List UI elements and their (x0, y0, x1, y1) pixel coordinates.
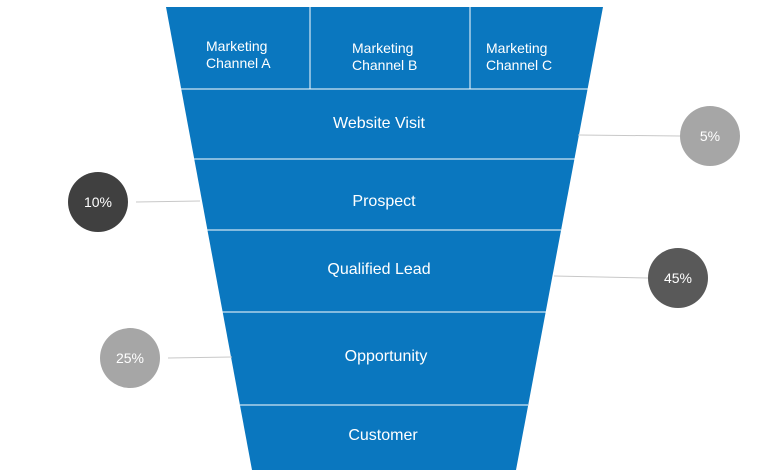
percent-bubble-25: 25% (100, 328, 160, 388)
channel-a-line2: Channel A (206, 55, 271, 71)
channel-b-line2: Channel B (352, 57, 418, 73)
percent-bubble-45: 45% (648, 248, 708, 308)
channel-a-label: Marketing Channel A (206, 38, 271, 72)
channel-c-line1: Marketing (486, 40, 548, 56)
connector-5pct (577, 134, 681, 137)
channel-c-label: Marketing Channel C (486, 40, 552, 74)
stage-opportunity: Opportunity (344, 348, 428, 365)
percent-bubble-10: 10% (68, 172, 128, 232)
connector-10pct (135, 200, 201, 203)
connector-45pct (553, 275, 649, 279)
channel-a-line1: Marketing (206, 38, 268, 54)
stage-qualified-lead: Qualified Lead (327, 261, 431, 278)
channel-b-label: Marketing Channel B (352, 40, 417, 74)
connector-25pct (167, 356, 233, 359)
stage-customer: Customer (348, 427, 418, 444)
stage-website-visit: Website Visit (333, 115, 425, 132)
percent-bubble-5: 5% (680, 106, 740, 166)
channel-c-line2: Channel C (486, 57, 553, 73)
channel-b-line1: Marketing (352, 40, 414, 56)
stage-prospect: Prospect (352, 193, 416, 210)
funnel-body (166, 7, 603, 470)
